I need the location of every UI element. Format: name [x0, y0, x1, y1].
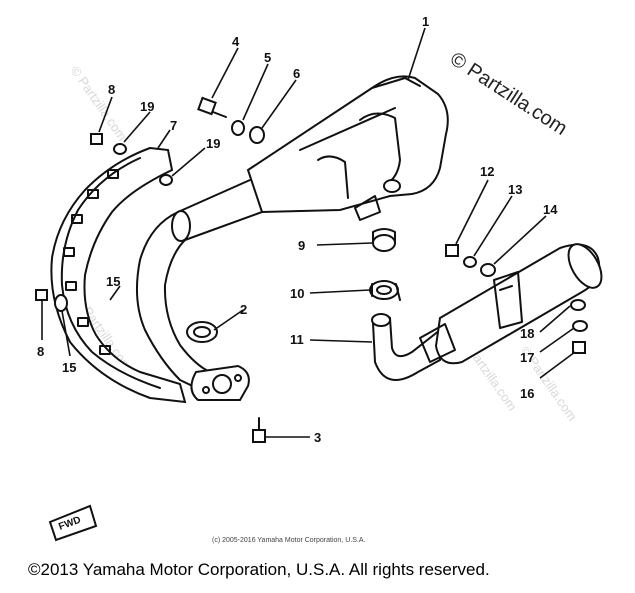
muffler-chamber	[246, 75, 449, 221]
callout-12: 12	[480, 164, 494, 179]
callout-16: 16	[520, 386, 534, 401]
callout-14: 14	[543, 202, 558, 217]
callout-15: 15	[106, 274, 120, 289]
callout-13: 13	[508, 182, 522, 197]
washer-15-left	[54, 294, 68, 312]
diagram-copyright: (c) 2005-2016 Yamaha Motor Corporation, …	[212, 537, 366, 544]
bolt-4	[197, 96, 227, 118]
gasket	[186, 321, 218, 343]
callout-3: 3	[314, 430, 321, 445]
callout-8: 8	[108, 82, 115, 97]
callout-7: 7	[170, 118, 177, 133]
exhaust-header-pipe	[136, 179, 263, 393]
leader-lines	[41, 27, 576, 438]
washer-17	[572, 320, 588, 332]
callout-11: 11	[290, 332, 304, 347]
heat-protector	[50, 146, 187, 404]
collar-18	[570, 299, 586, 311]
rear-muffler	[371, 243, 603, 381]
clamp	[369, 280, 401, 301]
callout-10: 10	[290, 286, 304, 301]
washer-6	[249, 126, 265, 144]
callout-1: 1	[422, 14, 429, 29]
bolt-8-left	[35, 289, 48, 301]
callout-5: 5	[264, 50, 271, 65]
bolt-16	[572, 341, 586, 354]
callout-6: 6	[293, 66, 300, 81]
washer-14	[480, 263, 496, 277]
callout-17: 17	[520, 350, 534, 365]
flange-bolt	[252, 417, 266, 443]
bolt-8-top	[90, 133, 103, 145]
callout-labels: 1 2 3 4 5 6 7 8 8 9 10 11 12 13 14 15 15…	[37, 14, 558, 445]
washer-19-top	[113, 143, 127, 155]
fwd-badge: FWD	[48, 504, 98, 542]
callout-15: 15	[62, 360, 76, 375]
washer-5	[231, 120, 245, 136]
callout-19: 19	[206, 136, 220, 151]
copyright-footer: ©2013 Yamaha Motor Corporation, U.S.A. A…	[28, 560, 490, 579]
callout-8: 8	[37, 344, 44, 359]
exhaust-flange	[190, 364, 250, 401]
exhaust-joint	[372, 234, 396, 252]
callout-18: 18	[520, 326, 534, 341]
callout-19: 19	[140, 99, 154, 114]
callout-2: 2	[240, 302, 247, 317]
callout-4: 4	[232, 34, 240, 49]
washer-19-mid	[159, 174, 173, 186]
washer-13	[463, 256, 477, 268]
bolt-12	[445, 244, 459, 257]
callout-9: 9	[298, 238, 305, 253]
